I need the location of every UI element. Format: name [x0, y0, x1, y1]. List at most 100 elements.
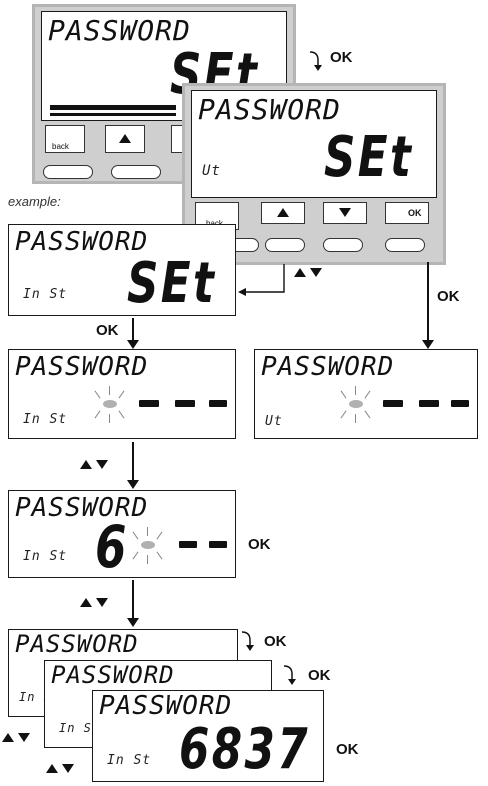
up-button[interactable] [105, 125, 145, 153]
blink-ray [364, 410, 371, 419]
lcd-title: PASSWORD [261, 352, 395, 382]
lcd-set-text: SEt [127, 251, 217, 316]
down-arrow-icon [310, 268, 322, 277]
up-arrow-icon [80, 598, 92, 607]
curved-arrow-icon [283, 665, 296, 685]
flow-line-3 [132, 580, 134, 620]
return-arrow [238, 264, 285, 296]
lcd-mode-inst: In St [23, 549, 68, 564]
lcd-digit: 6 [95, 513, 129, 578]
ok-label-digit: OK [248, 536, 271, 553]
lcd-title: PASSWORD [48, 14, 191, 47]
digit-dash [451, 400, 469, 407]
key-3[interactable] [323, 238, 363, 252]
up-arrow-icon [294, 268, 306, 277]
up-button[interactable] [261, 202, 305, 224]
flow-line-2 [132, 442, 134, 482]
back-button[interactable]: back [45, 125, 85, 153]
flow-arrowhead-right [422, 340, 434, 349]
lcd-screen-digit-6: PASSWORD In St 6 [8, 490, 236, 578]
blink-ray [355, 386, 356, 395]
flow-line-right [427, 262, 429, 342]
lcd-title: PASSWORD [15, 227, 149, 257]
digit-dash [209, 400, 227, 407]
blink-ray [156, 531, 163, 540]
digit-dash [175, 400, 195, 407]
lcd-screen-set-inst: PASSWORD SEt In St [8, 224, 236, 316]
down-arrow-icon [18, 733, 30, 742]
ok-label-stack-1: OK [264, 633, 287, 650]
ok-label-top: OK [330, 49, 353, 66]
blink-ray [355, 414, 356, 423]
digit-dash [383, 400, 403, 407]
curved-arrow-icon [241, 631, 254, 651]
progress-bar [50, 105, 176, 110]
blink-ray [118, 410, 125, 419]
blink-ray [132, 551, 139, 560]
blink-ray [118, 390, 125, 399]
ok-label-right: OK [437, 288, 460, 305]
blink-ray [109, 386, 110, 395]
blink-ray [147, 555, 148, 564]
digit-dash [209, 541, 227, 548]
lcd-title: PASSWORD [51, 661, 175, 689]
up-arrow-icon [119, 134, 131, 143]
lcd-title: PASSWORD [15, 493, 149, 523]
down-button[interactable] [323, 202, 367, 224]
blink-ray [109, 414, 110, 423]
up-arrow-icon [80, 460, 92, 469]
blink-ray [132, 531, 139, 540]
lcd-mode-inst: In St [23, 412, 68, 427]
blink-ray [364, 390, 371, 399]
key-2[interactable] [265, 238, 305, 252]
flow-arrowhead-2 [127, 480, 139, 489]
ok-label-stack-2: OK [308, 667, 331, 684]
lcd-mode-ut: Ut [265, 414, 283, 429]
blink-ray [94, 390, 101, 399]
curved-arrow-icon-top [309, 51, 322, 71]
flow-line-1 [132, 318, 134, 344]
lcd-screen-entry-ut: PASSWORD Ut [254, 349, 478, 439]
blink-ray [340, 390, 347, 399]
lcd-title: PASSWORD [198, 93, 341, 126]
lcd-code: 6837 [179, 717, 310, 782]
down-arrow-icon [339, 208, 351, 217]
blink-ray [94, 410, 101, 419]
digit-dash [419, 400, 439, 407]
blink-ray [156, 551, 163, 560]
up-arrow-icon [46, 764, 58, 773]
lcd-screen-front: PASSWORD SEt Ut [191, 90, 437, 198]
up-arrow-icon [277, 208, 289, 217]
key-middle[interactable] [111, 165, 161, 179]
lcd-mode-ut: Ut [202, 163, 221, 179]
flow-arrowhead-1 [127, 340, 139, 349]
blinking-digit-icon [141, 541, 155, 549]
digit-dash [139, 400, 159, 407]
down-arrow-icon [62, 764, 74, 773]
lcd-mode-inst: In St [23, 287, 68, 302]
lcd-title: PASSWORD [15, 352, 149, 382]
lcd-title: PASSWORD [15, 630, 139, 658]
device-frame-front: PASSWORD SEt Ut back OK [182, 83, 446, 265]
flow-arrowhead-3 [127, 618, 139, 627]
ok-label-final: OK [336, 741, 359, 758]
progress-bar-2 [50, 113, 176, 116]
lcd-screen-final-code: PASSWORD In St 6837 [92, 690, 324, 782]
ok-label-left: OK [96, 322, 119, 339]
lcd-set-text: SEt [324, 125, 414, 190]
lcd-screen-entry-inst: PASSWORD In St [8, 349, 236, 439]
blinking-digit-icon [349, 400, 363, 408]
lcd-mode-inst: In St [107, 753, 152, 768]
blinking-digit-icon [103, 400, 117, 408]
ok-button[interactable]: OK [385, 202, 429, 224]
example-label: example: [8, 194, 61, 209]
blink-ray [340, 410, 347, 419]
lcd-mode-inst: In St [59, 721, 101, 735]
key-4[interactable] [385, 238, 425, 252]
blink-ray [147, 527, 148, 536]
down-arrow-icon [96, 598, 108, 607]
up-arrow-icon [2, 733, 14, 742]
key-left[interactable] [43, 165, 93, 179]
digit-dash [179, 541, 197, 548]
down-arrow-icon [96, 460, 108, 469]
